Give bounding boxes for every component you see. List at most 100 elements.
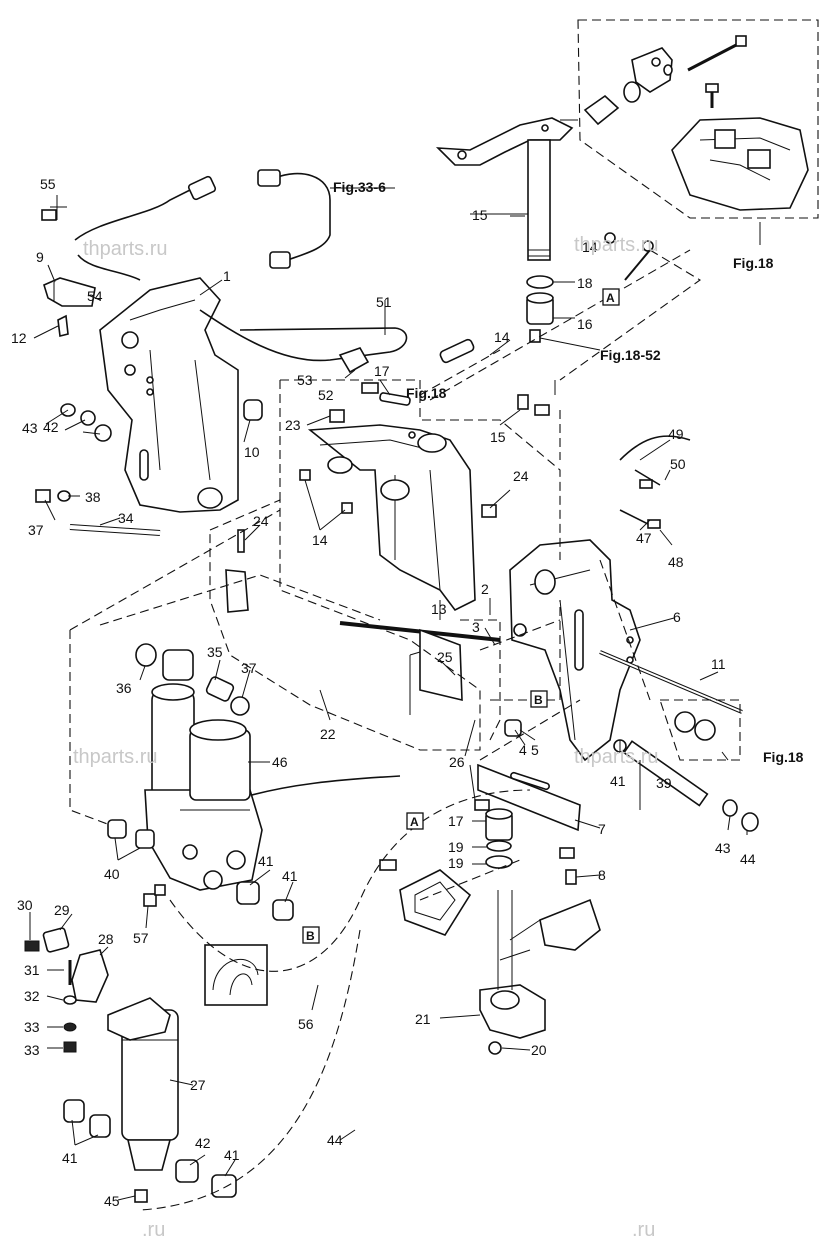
tilt-cylinder — [107, 997, 179, 1171]
callout: 45 — [104, 1193, 120, 1209]
figure-ref: Fig.18 — [763, 749, 804, 765]
callout: 53 — [297, 372, 313, 388]
watermark: .ru — [142, 1219, 165, 1238]
marker-a-lower: A — [410, 815, 419, 829]
callout: 43 — [22, 420, 38, 436]
callout: 25 — [437, 649, 453, 665]
callout: 41 — [610, 773, 626, 789]
callout: 57 — [133, 930, 149, 946]
callout: 4 — [519, 742, 527, 758]
callout: 24 — [253, 513, 269, 529]
callout: 46 — [272, 754, 288, 770]
callout: 41 — [282, 868, 298, 884]
figure-ref: Fig.18-52 — [600, 347, 661, 363]
callout: 27 — [190, 1077, 206, 1093]
callout: 23 — [285, 417, 301, 433]
callout: 44 — [327, 1132, 343, 1148]
callout: 52 — [318, 387, 334, 403]
callout: 35 — [207, 644, 223, 660]
callout: 42 — [43, 419, 59, 435]
callout: 37 — [241, 660, 257, 676]
assembly-outlines — [69, 249, 741, 1211]
figure-ref: Fig.18 — [733, 255, 774, 271]
callout: 31 — [24, 962, 40, 978]
marker-a-top: A — [606, 291, 615, 305]
callout: 19 — [448, 839, 464, 855]
callout: 49 — [668, 426, 684, 442]
figure-ref: Fig.18 — [406, 385, 447, 401]
watermarks: thparts.ru thparts.ru thparts.ru thparts… — [73, 234, 658, 1238]
callout: 15 — [472, 207, 488, 223]
callout: 14 — [582, 239, 598, 255]
callout: 16 — [577, 316, 593, 332]
callout: 48 — [668, 554, 684, 570]
callout: 36 — [116, 680, 132, 696]
callout: 1 — [223, 268, 231, 284]
callout: 26 — [449, 754, 465, 770]
callout: 14 — [494, 329, 510, 345]
marker-b-right: B — [534, 693, 543, 707]
callout: 38 — [85, 489, 101, 505]
marker-b-lower: B — [306, 929, 315, 943]
figure-ref: Fig.33-6 — [333, 179, 386, 195]
callout: 32 — [24, 988, 40, 1004]
callout: 54 — [87, 288, 103, 304]
watermark: .ru — [632, 1219, 655, 1238]
callout: 2 — [481, 581, 489, 597]
callout: 44 — [740, 851, 756, 867]
figure-references: Fig.33-6 Fig.18 Fig.18-52 Fig.18 Fig.18 — [333, 179, 804, 765]
callout: 9 — [36, 249, 44, 265]
watermark: thparts.ru — [73, 746, 157, 768]
part-callouts: 1 2 3 4 5 6 7 8 9 10 11 12 13 14 14 14 1… — [11, 176, 756, 1209]
callout: 37 — [28, 522, 44, 538]
callout: 10 — [244, 444, 260, 460]
callout: 56 — [298, 1016, 314, 1032]
callout: 41 — [62, 1150, 78, 1166]
callout: 15 — [490, 429, 506, 445]
callout: 12 — [11, 330, 27, 346]
callout: 17 — [374, 363, 390, 379]
callout: 42 — [195, 1135, 211, 1151]
callout: 14 — [312, 532, 328, 548]
clamp-bracket-left — [99, 277, 239, 513]
callout: 55 — [40, 176, 56, 192]
callout: 19 — [448, 855, 464, 871]
callout: 50 — [670, 456, 686, 472]
callout: 29 — [54, 902, 70, 918]
callout: 17 — [448, 813, 464, 829]
callout: 39 — [656, 775, 672, 791]
callout: 6 — [673, 609, 681, 625]
swivel-bracket — [307, 424, 476, 612]
callout: 30 — [17, 897, 33, 913]
callout: 22 — [320, 726, 336, 742]
watermark: thparts.ru — [574, 234, 658, 256]
callout: 3 — [472, 619, 480, 635]
callout: 51 — [376, 294, 392, 310]
watermark: thparts.ru — [574, 746, 658, 768]
callout: 13 — [431, 601, 447, 617]
callout: 33 — [24, 1042, 40, 1058]
callout: 34 — [118, 510, 134, 526]
callout: 41 — [224, 1147, 240, 1163]
leader-lines — [29, 195, 761, 1201]
cable-harness — [257, 169, 395, 269]
callout: 28 — [98, 931, 114, 947]
callout: 21 — [415, 1011, 431, 1027]
callout: 41 — [258, 853, 274, 869]
callout: 33 — [24, 1019, 40, 1035]
callout: 8 — [598, 867, 606, 883]
callout: 5 — [531, 742, 539, 758]
marker-boxes: A B A B — [302, 288, 620, 944]
callout: 11 — [711, 656, 726, 672]
clamp-bracket-right — [509, 539, 641, 762]
power-trim-unit — [144, 683, 263, 891]
callout: 40 — [104, 866, 120, 882]
callout: 7 — [598, 821, 606, 837]
callout: 43 — [715, 840, 731, 856]
detail-inset — [560, 19, 819, 219]
callout: 47 — [636, 530, 652, 546]
callout: 20 — [531, 1042, 547, 1058]
callout: 18 — [577, 275, 593, 291]
callout: 24 — [513, 468, 529, 484]
